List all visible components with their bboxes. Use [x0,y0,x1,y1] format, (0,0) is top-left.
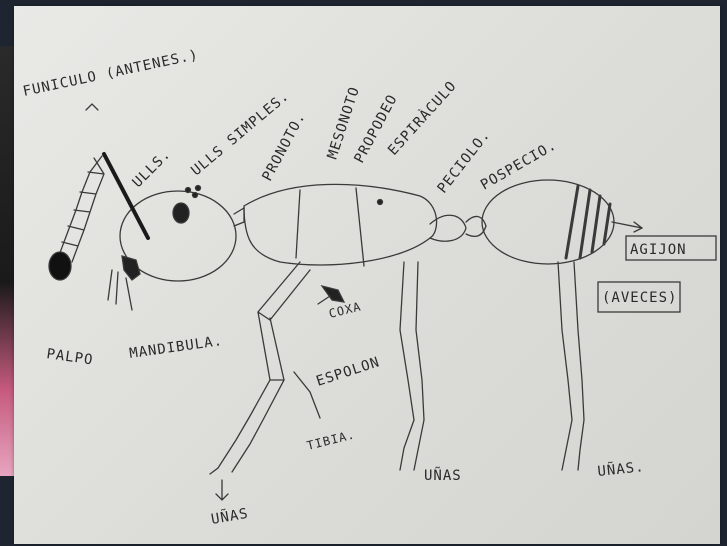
ocelli-dot [186,188,191,193]
thorax [244,184,437,265]
spiracle-dot [378,200,383,205]
antenna-funiculus [58,156,104,262]
label-mandibula: MANDIBULA. [128,333,224,362]
gaster-stripes [566,186,610,258]
middle-leg [400,262,424,470]
label-agijon: AGIJON [630,242,687,258]
ocelli-dot [193,193,198,198]
label-aveces: (AVECES) [602,290,677,306]
label-funiculo: FUNICULO (ANTENES.) [22,47,201,100]
label-pospeciolo: POSPECIO. [478,137,559,193]
label-arrow [216,480,228,500]
gaster [482,180,614,264]
label-espiraculo: ESPIRÀCULO [384,77,460,158]
stinger [612,222,642,232]
compound-eye [173,203,189,223]
antenna-club [49,252,71,280]
label-unas-mid: UÑAS [424,467,462,484]
ocelli-dot [196,186,201,191]
postpetiole [466,216,486,236]
neck [234,208,244,226]
mandible [122,256,140,280]
label-espolon: ESPOLON [314,354,382,390]
thorax-suture [356,188,364,266]
label-arrow [86,104,98,110]
back-leg [558,262,584,470]
thorax-suture [296,190,300,258]
front-leg [210,262,310,474]
label-tibia: TIBIA. [305,427,356,453]
label-unas-back: UÑAS. [597,458,646,480]
label-coxa: COXA [327,299,362,321]
label-palpo: PALPO [45,346,94,368]
label-arrow [318,296,330,304]
label-unas-front: UÑAS [210,505,250,528]
label-ulls: ULLS. [130,146,175,191]
